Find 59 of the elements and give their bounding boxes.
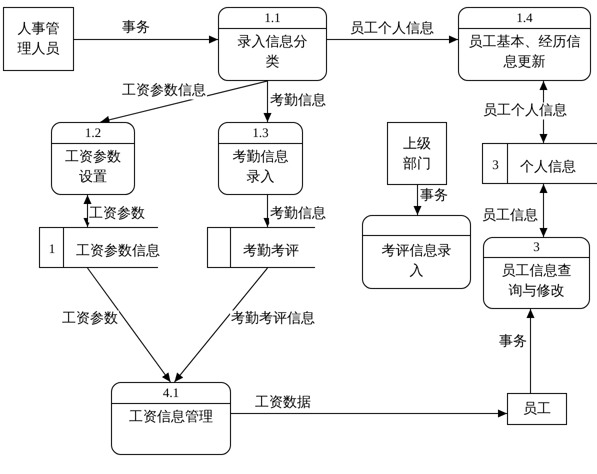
process-box xyxy=(111,382,231,455)
arrow xyxy=(264,80,272,122)
data-store xyxy=(482,143,597,184)
edge-label: 工资参数信息 xyxy=(121,82,207,100)
arrow xyxy=(264,194,272,228)
process-number: 1.4 xyxy=(516,10,533,24)
process-number: 4.1 xyxy=(162,386,180,400)
edge-label: 事务 xyxy=(498,334,528,350)
data-store xyxy=(39,227,158,268)
edge-label: 工资参数 xyxy=(61,310,119,328)
arrow xyxy=(414,184,422,216)
entity-label: 上级部门 xyxy=(402,134,432,174)
store-number: 1 xyxy=(48,242,56,256)
arrow xyxy=(84,194,92,228)
process-label: 员工信息查询与修改 xyxy=(500,262,572,301)
process-box xyxy=(483,237,590,309)
process-number: 1.1 xyxy=(264,10,281,24)
edge-label: 事务 xyxy=(121,20,151,36)
process-number: 1.2 xyxy=(84,126,102,140)
process-box xyxy=(218,7,327,81)
edge-label: 考勤信息 xyxy=(269,206,327,222)
arrow xyxy=(540,184,548,238)
process-box xyxy=(51,122,135,195)
edge-label: 考勤信息 xyxy=(269,92,327,110)
edge-label: 员工个人信息 xyxy=(349,20,435,38)
edge-label: 员工信息 xyxy=(481,208,539,224)
arrow xyxy=(230,410,508,418)
store-label: 考勤考评 xyxy=(243,243,299,260)
store-label: 个人信息 xyxy=(520,159,576,176)
data-store xyxy=(207,227,315,268)
arrow xyxy=(174,268,268,382)
process-label: 考评信息录入 xyxy=(380,242,452,281)
edge-label: 员工个人信息 xyxy=(482,102,568,120)
process-box xyxy=(362,215,471,289)
entity-label: 员工 xyxy=(523,400,551,419)
process-number: 1.3 xyxy=(252,126,269,140)
process-box xyxy=(458,7,591,81)
process-box xyxy=(218,122,303,195)
entity-box xyxy=(3,7,74,71)
process-number: 3 xyxy=(533,240,540,254)
store-number: 3 xyxy=(492,158,499,172)
store-label: 工资参数信息 xyxy=(76,243,160,260)
edge-label: 考勤考评信息 xyxy=(230,310,316,328)
arrow xyxy=(100,80,268,124)
process-label: 员工基本、经历信息更新 xyxy=(468,33,582,72)
arrow xyxy=(526,308,534,394)
entity-label: 人事管理人员 xyxy=(16,20,60,59)
entity-box xyxy=(387,122,447,185)
arrow xyxy=(74,36,218,44)
process-label: 工资信息管理 xyxy=(129,408,213,427)
edge-label: 工资参数 xyxy=(88,206,146,222)
entity-box xyxy=(507,393,567,425)
edge-label: 事务 xyxy=(419,188,449,204)
process-label: 考勤信息录入 xyxy=(232,148,290,187)
process-label: 录入信息分类 xyxy=(236,33,308,72)
arrow xyxy=(326,36,458,44)
process-label: 工资参数设置 xyxy=(64,148,122,187)
edge-label: 工资数据 xyxy=(254,394,312,412)
arrow xyxy=(87,268,171,382)
